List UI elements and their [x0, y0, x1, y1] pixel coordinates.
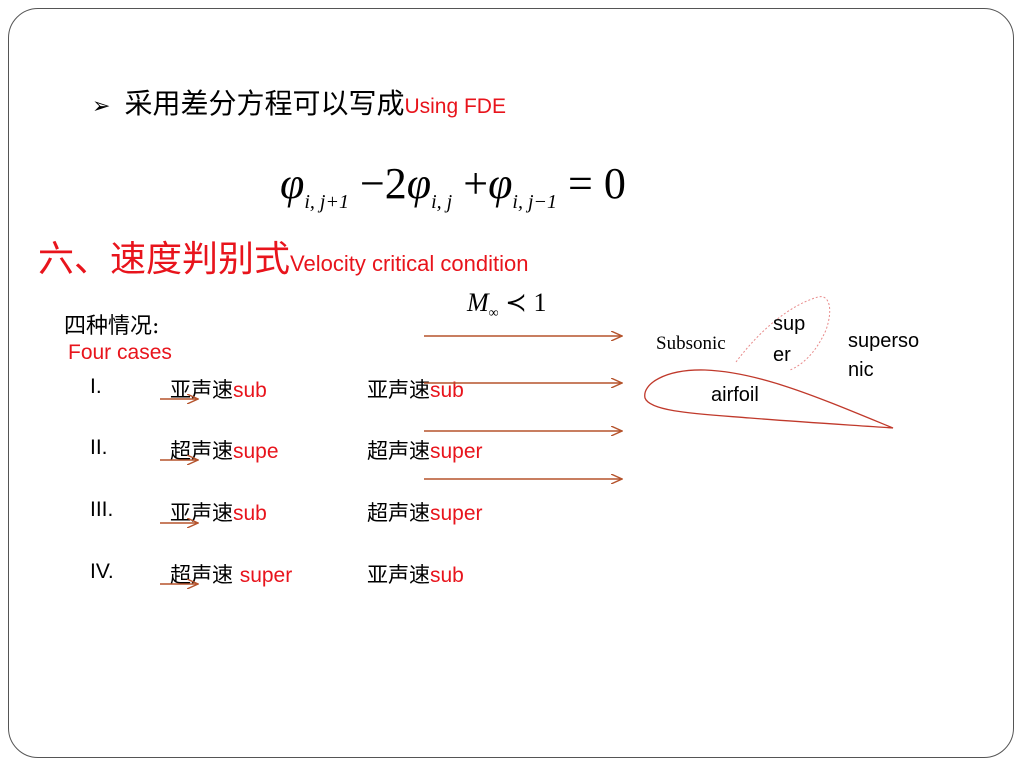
case-3-number: III.: [90, 498, 114, 521]
bullet-arrow-icon: ➢: [92, 93, 111, 118]
case-2-number: II.: [90, 436, 108, 459]
case-2-a-cn: 超声速: [170, 439, 233, 463]
case-3-b-cn: 超声速: [367, 501, 430, 525]
equation-sub-3: i, j−1: [512, 191, 558, 213]
case-2-a-en: supe: [233, 440, 279, 463]
case-4-a-cn: 超声速: [170, 563, 240, 587]
equation-sub-2: i, j: [431, 191, 453, 213]
case-3-upstream: 亚声速sub: [170, 497, 267, 527]
case-1-downstream: 亚声速sub: [367, 374, 464, 404]
subsonic-label: Subsonic: [656, 333, 726, 354]
case-4-upstream: 超声速 super: [170, 559, 292, 589]
case-1-a-cn: 亚声速: [170, 378, 233, 402]
case-4-downstream: 亚声速sub: [367, 559, 464, 589]
heading-cn: 六、速度判别式: [38, 239, 291, 280]
equation-op-minus: −: [359, 159, 385, 208]
case-1-upstream: 亚声速sub: [170, 374, 267, 404]
case-4-b-cn: 亚声速: [367, 563, 430, 587]
case-4-a-en: super: [239, 564, 293, 587]
case-4-b-en: sub: [430, 564, 464, 587]
super-label-line-1: sup: [773, 313, 806, 335]
case-4-number: IV.: [90, 560, 114, 583]
case-2-downstream: 超声速super: [367, 435, 483, 465]
supersonic-label-line-2: nic: [848, 359, 874, 381]
four-cases-en: Four cases: [68, 341, 172, 364]
case-1-a-en: sub: [233, 379, 267, 402]
airfoil-shape: [644, 369, 894, 429]
case-3-a-cn: 亚声速: [170, 501, 233, 525]
equation-sub-1: i, j+1: [304, 191, 349, 213]
section-heading: 六、速度判别式Velocity critical condition: [38, 230, 528, 282]
equation-rhs: = 0: [568, 159, 626, 208]
case-1-b-en: sub: [430, 379, 464, 402]
airfoil-label: airfoil: [711, 384, 759, 406]
supersonic-bubble: [735, 296, 831, 371]
case-3-downstream: 超声速super: [367, 497, 483, 527]
case-2-b-en: super: [430, 440, 483, 463]
heading-en: Velocity critical condition: [290, 251, 529, 276]
case-2-upstream: 超声速supe: [170, 435, 279, 465]
case-3-a-en: sub: [233, 502, 267, 525]
equation-phi-3: φ: [488, 159, 513, 208]
equation-op-plus: +: [463, 159, 489, 208]
case-1-b-cn: 亚声速: [367, 378, 430, 402]
bullet-text-en: Using FDE: [404, 95, 506, 118]
four-cases-cn: 四种情况:: [64, 314, 160, 339]
bullet-line: ➢ 采用差分方程可以写成Using FDE: [92, 82, 506, 122]
bullet-text-cn: 采用差分方程可以写成: [124, 87, 405, 120]
mach-symbol: M: [467, 288, 489, 317]
case-1-number: I.: [90, 375, 102, 398]
equation-coef: 2: [384, 159, 407, 208]
supersonic-label-line-1: superso: [848, 330, 920, 352]
fde-equation: φi, j+1 −2φi, j +φi, j−1 = 0: [280, 158, 626, 214]
mach-relation: ≺ 1: [505, 288, 547, 317]
equation-phi-2: φ: [406, 159, 432, 208]
case-2-b-cn: 超声速: [367, 439, 430, 463]
mach-condition: M∞ ≺ 1: [467, 288, 546, 322]
super-label-line-2: er: [773, 344, 791, 366]
case-3-b-en: super: [430, 502, 483, 525]
equation-phi-1: φ: [280, 159, 305, 208]
mach-sub: ∞: [488, 306, 499, 322]
